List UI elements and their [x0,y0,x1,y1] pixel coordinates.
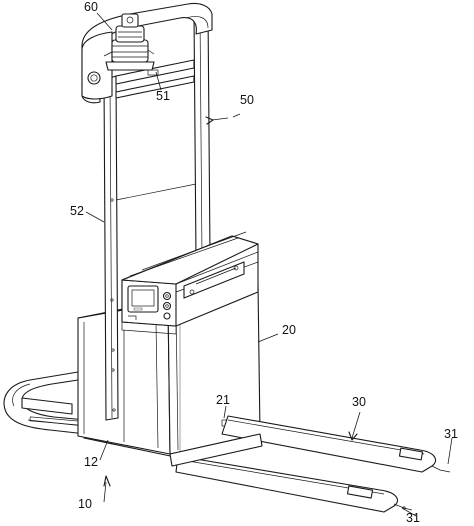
label-51: 51 [156,89,170,103]
label-21: 21 [216,393,230,407]
label-60: 60 [84,0,98,14]
mast-crossbars [115,59,197,201]
fork-upper [221,415,451,473]
label-31-bottom: 31 [406,511,420,525]
label-20: 20 [282,323,296,337]
lidar-sensor [103,13,155,71]
label-10: 10 [78,497,92,511]
mast-column-right [193,9,211,261]
label-12: 12 [84,455,98,469]
reference-labels: 60 51 50 52 20 21 30 31 12 10 31 [70,0,458,525]
label-30: 30 [352,395,366,409]
label-31-top: 31 [444,427,458,441]
leader-lines [85,12,453,517]
mast-column-left [103,75,119,421]
label-52: 52 [70,204,84,218]
label-50: 50 [240,93,254,107]
fork-lower [175,455,413,513]
fork-carriage [169,433,263,467]
controller-box [121,231,259,335]
